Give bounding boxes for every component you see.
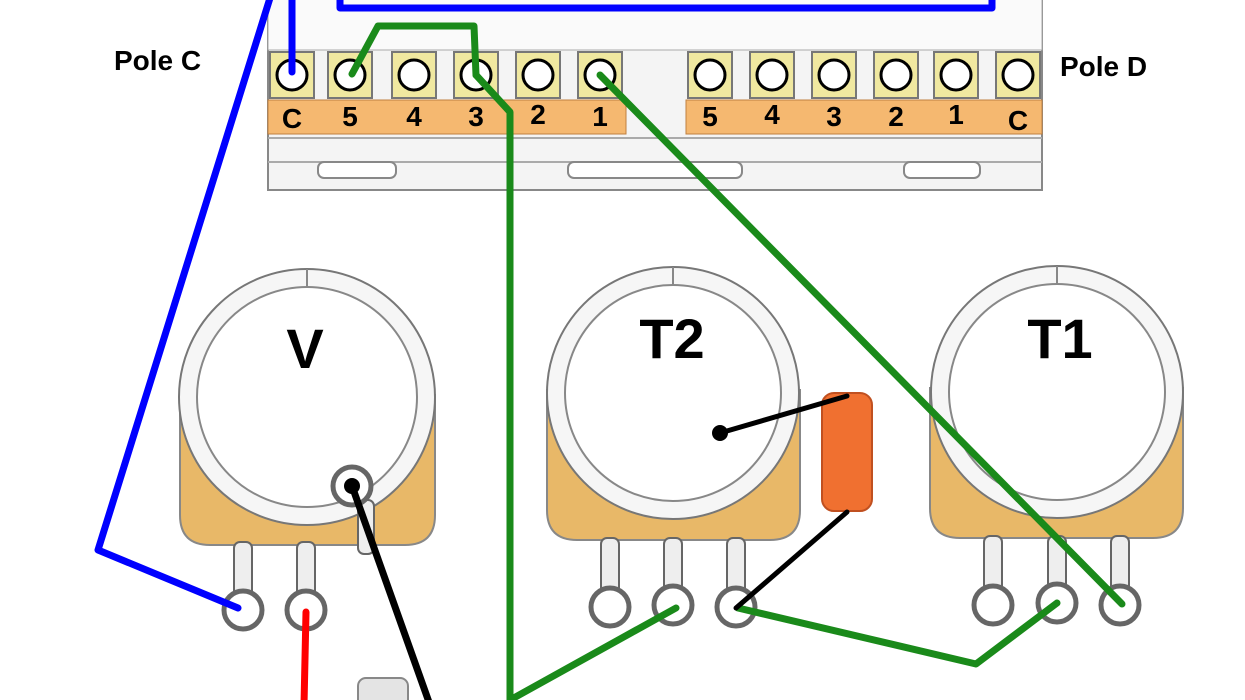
volume-pot-lug-1-eye	[221, 588, 265, 632]
volume-pot[interactable]: V	[178, 268, 436, 632]
lug-pole-c-4[interactable]	[391, 51, 437, 99]
green-wire-ground-to-tone2[interactable]	[506, 604, 680, 700]
switch-slot-right	[903, 161, 981, 179]
lug-label-pole-d-c: C	[1008, 105, 1028, 136]
lug-label-pole-c-5: 5	[342, 101, 358, 132]
tone2-pot-label: T2	[639, 307, 704, 370]
output-jack-tab	[357, 677, 409, 700]
lug-label-pole-d-1: 1	[948, 99, 964, 130]
tone2-wiper-solder-dot	[712, 425, 728, 441]
switch-slot-left	[317, 161, 397, 179]
lug-label-pole-c-1: 1	[592, 101, 608, 132]
lug-pole-d-c[interactable]	[995, 51, 1041, 99]
pole-d-lugs	[687, 51, 1041, 99]
lug-label-pole-c-c: C	[282, 103, 302, 134]
lug-label-pole-d-4: 4	[764, 99, 780, 130]
lug-pole-c-2[interactable]	[515, 51, 561, 99]
pole-d-label: Pole D	[1060, 51, 1147, 82]
tone-capacitor[interactable]	[821, 392, 873, 512]
pole-c-label: Pole C	[114, 45, 201, 76]
green-wire-tone2-to-tone1[interactable]	[734, 599, 1061, 668]
volume-solder-dot	[344, 478, 360, 494]
tone1-pot[interactable]: T1	[929, 265, 1184, 627]
tone2-pot[interactable]: T2	[546, 266, 801, 629]
black-wire-volume-to-output[interactable]	[348, 482, 432, 700]
pole-c-label-strip	[267, 99, 627, 135]
lug-pole-d-4[interactable]	[749, 51, 795, 99]
lug-pole-d-5[interactable]	[687, 51, 733, 99]
lug-label-pole-d-2: 2	[888, 101, 904, 132]
blue-wire-top-bus[interactable]	[336, 0, 996, 12]
volume-pot-label: V	[286, 317, 323, 380]
wires	[94, 0, 1126, 700]
tone1-pot-lug-1-eye	[971, 583, 1015, 627]
lug-label-pole-d-5: 5	[702, 101, 718, 132]
black-wire-tone2-wiper-to-cap[interactable]	[717, 393, 850, 436]
pole-d-label-strip	[685, 99, 1043, 135]
lug-pole-d-2[interactable]	[873, 51, 919, 99]
lug-label-pole-c-4: 4	[406, 101, 422, 132]
lug-label-pole-c-3: 3	[468, 101, 484, 132]
lug-pole-d-1[interactable]	[933, 51, 979, 99]
blue-wire-to-volume[interactable]	[94, 0, 274, 612]
lug-label-pole-d-3: 3	[826, 101, 842, 132]
lug-label-pole-c-2: 2	[530, 99, 546, 130]
black-wire-cap-to-tone2-lug[interactable]	[733, 509, 850, 611]
tone2-pot-lug-1-eye	[588, 585, 632, 629]
green-wire-pole-c-3-to-ground[interactable]	[472, 71, 514, 700]
green-wire-pole-c-5-to-3[interactable]	[348, 22, 480, 79]
switch-slot-center	[567, 161, 743, 179]
green-wire-pole-c-1-to-tone1[interactable]	[596, 71, 1126, 608]
tone1-pot-label: T1	[1027, 307, 1092, 370]
lug-pole-d-3[interactable]	[811, 51, 857, 99]
red-wire-volume-to-output[interactable]	[300, 608, 310, 700]
